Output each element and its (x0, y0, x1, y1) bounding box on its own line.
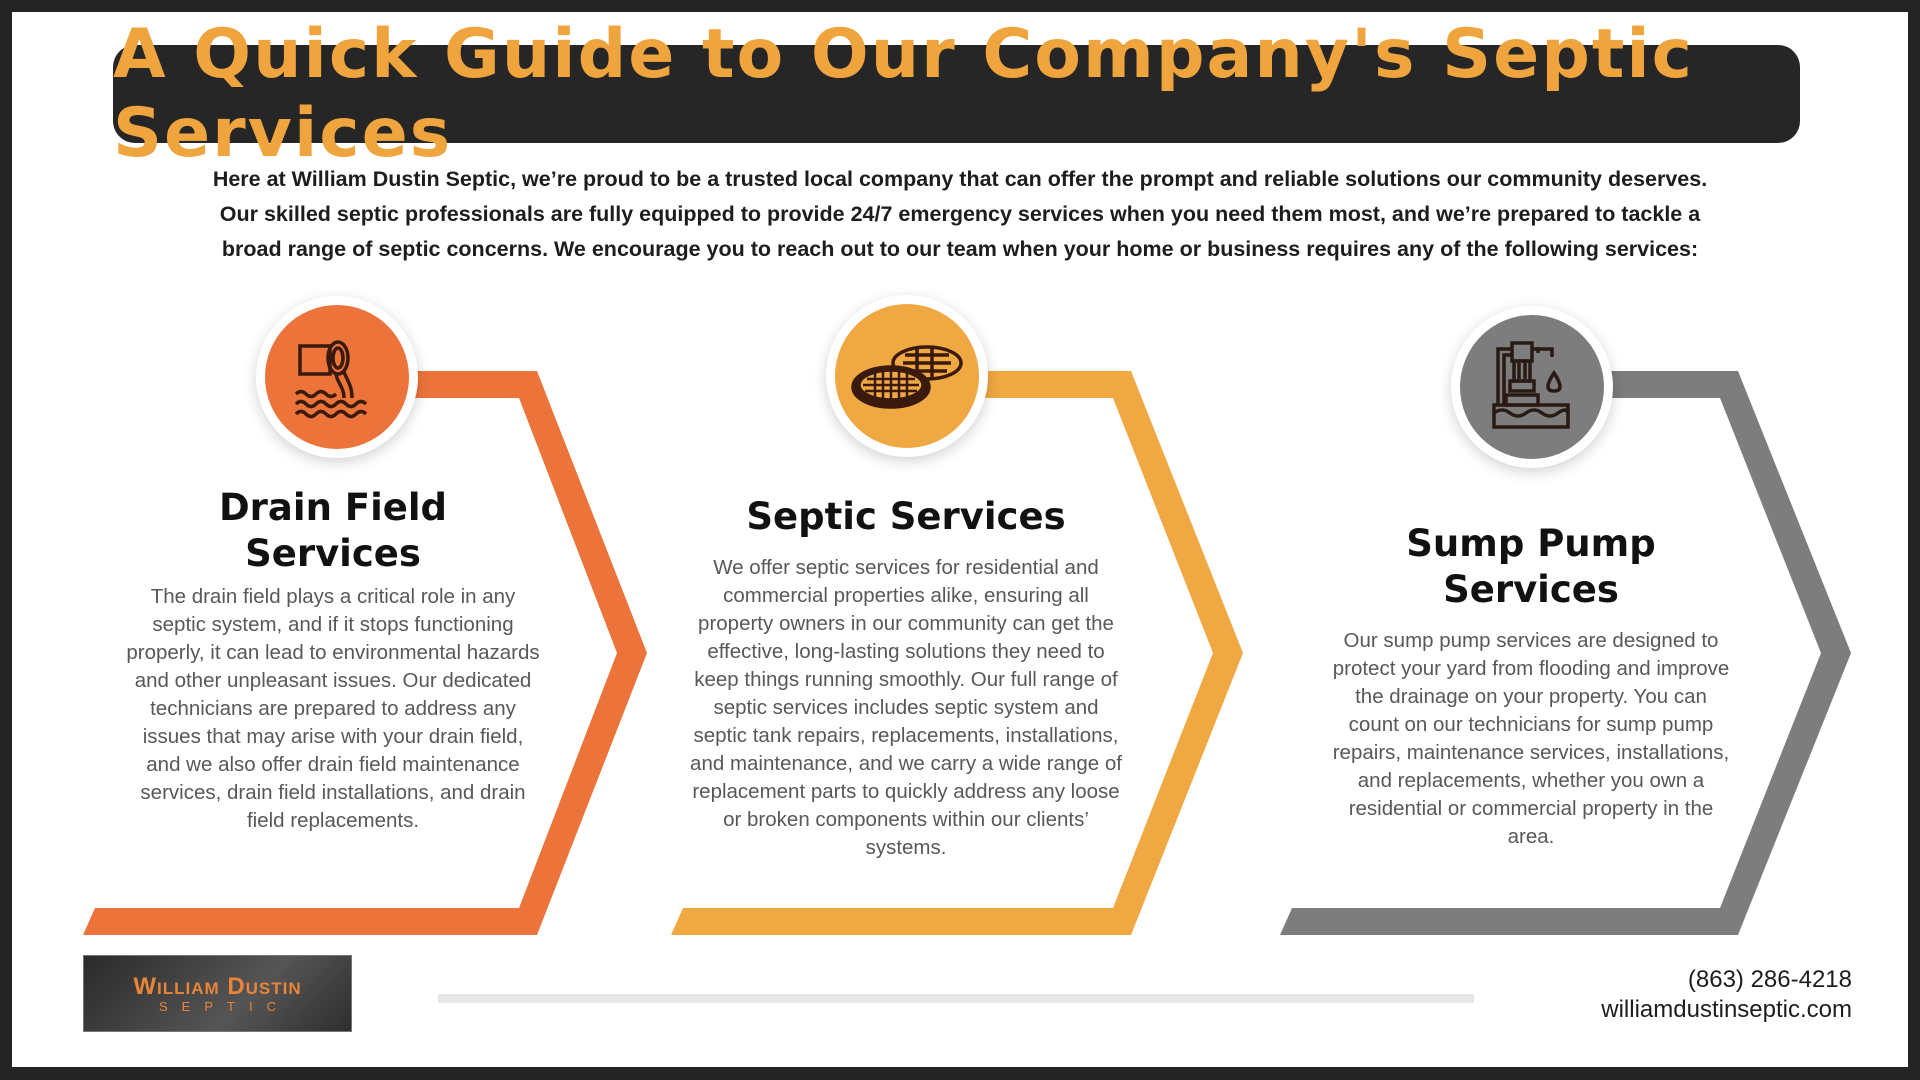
phone-number[interactable]: (863) 286-4218 (1687, 966, 1852, 993)
service-title-line: Services (1443, 568, 1619, 611)
drain-field-icon-badge (256, 296, 418, 458)
page-title: A Quick Guide to Our Company's Septic Se… (113, 15, 1694, 173)
intro-line: broad range of septic concerns. We encou… (221, 237, 1699, 261)
website-link[interactable]: williamdustinseptic.com (1601, 996, 1852, 1023)
title-banner: A Quick Guide to Our Company's Septic Se… (113, 15, 1800, 173)
contact-info: (863) 286-4218 williamdustinseptic.com (1601, 965, 1852, 1025)
company-logo: William Dustin SEPTIC (83, 955, 352, 1032)
logo-subtitle: SEPTIC (159, 999, 290, 1014)
infographic-canvas (12, 12, 1908, 1067)
service-title-line: Sump Pump (1406, 522, 1656, 565)
manhole-covers-icon (851, 345, 963, 409)
service-title-line: Drain Field (218, 486, 448, 529)
intro-paragraph: Here at William Dustin Septic, we’re pro… (120, 162, 1800, 267)
sump-pump-icon (1492, 341, 1570, 429)
service-description: We offer septic services for residential… (690, 556, 1122, 859)
service-title: Septic Services (746, 495, 1066, 538)
service-description: Our sump pump services are designed to p… (1332, 629, 1730, 848)
septic-icon-badge (826, 295, 988, 457)
service-title-line: Services (245, 532, 421, 575)
service-septic: Septic Services We offer septic services… (676, 494, 1136, 862)
logo-name: William Dustin (133, 973, 302, 1000)
intro-line: Here at William Dustin Septic, we’re pro… (212, 167, 1708, 191)
sump-pump-icon-badge (1451, 306, 1613, 468)
service-description: The drain field plays a critical role in… (126, 585, 540, 832)
footer-divider (438, 994, 1474, 1003)
intro-line: Our skilled septic professionals are ful… (219, 202, 1701, 226)
pipe-discharge-icon (294, 340, 368, 419)
